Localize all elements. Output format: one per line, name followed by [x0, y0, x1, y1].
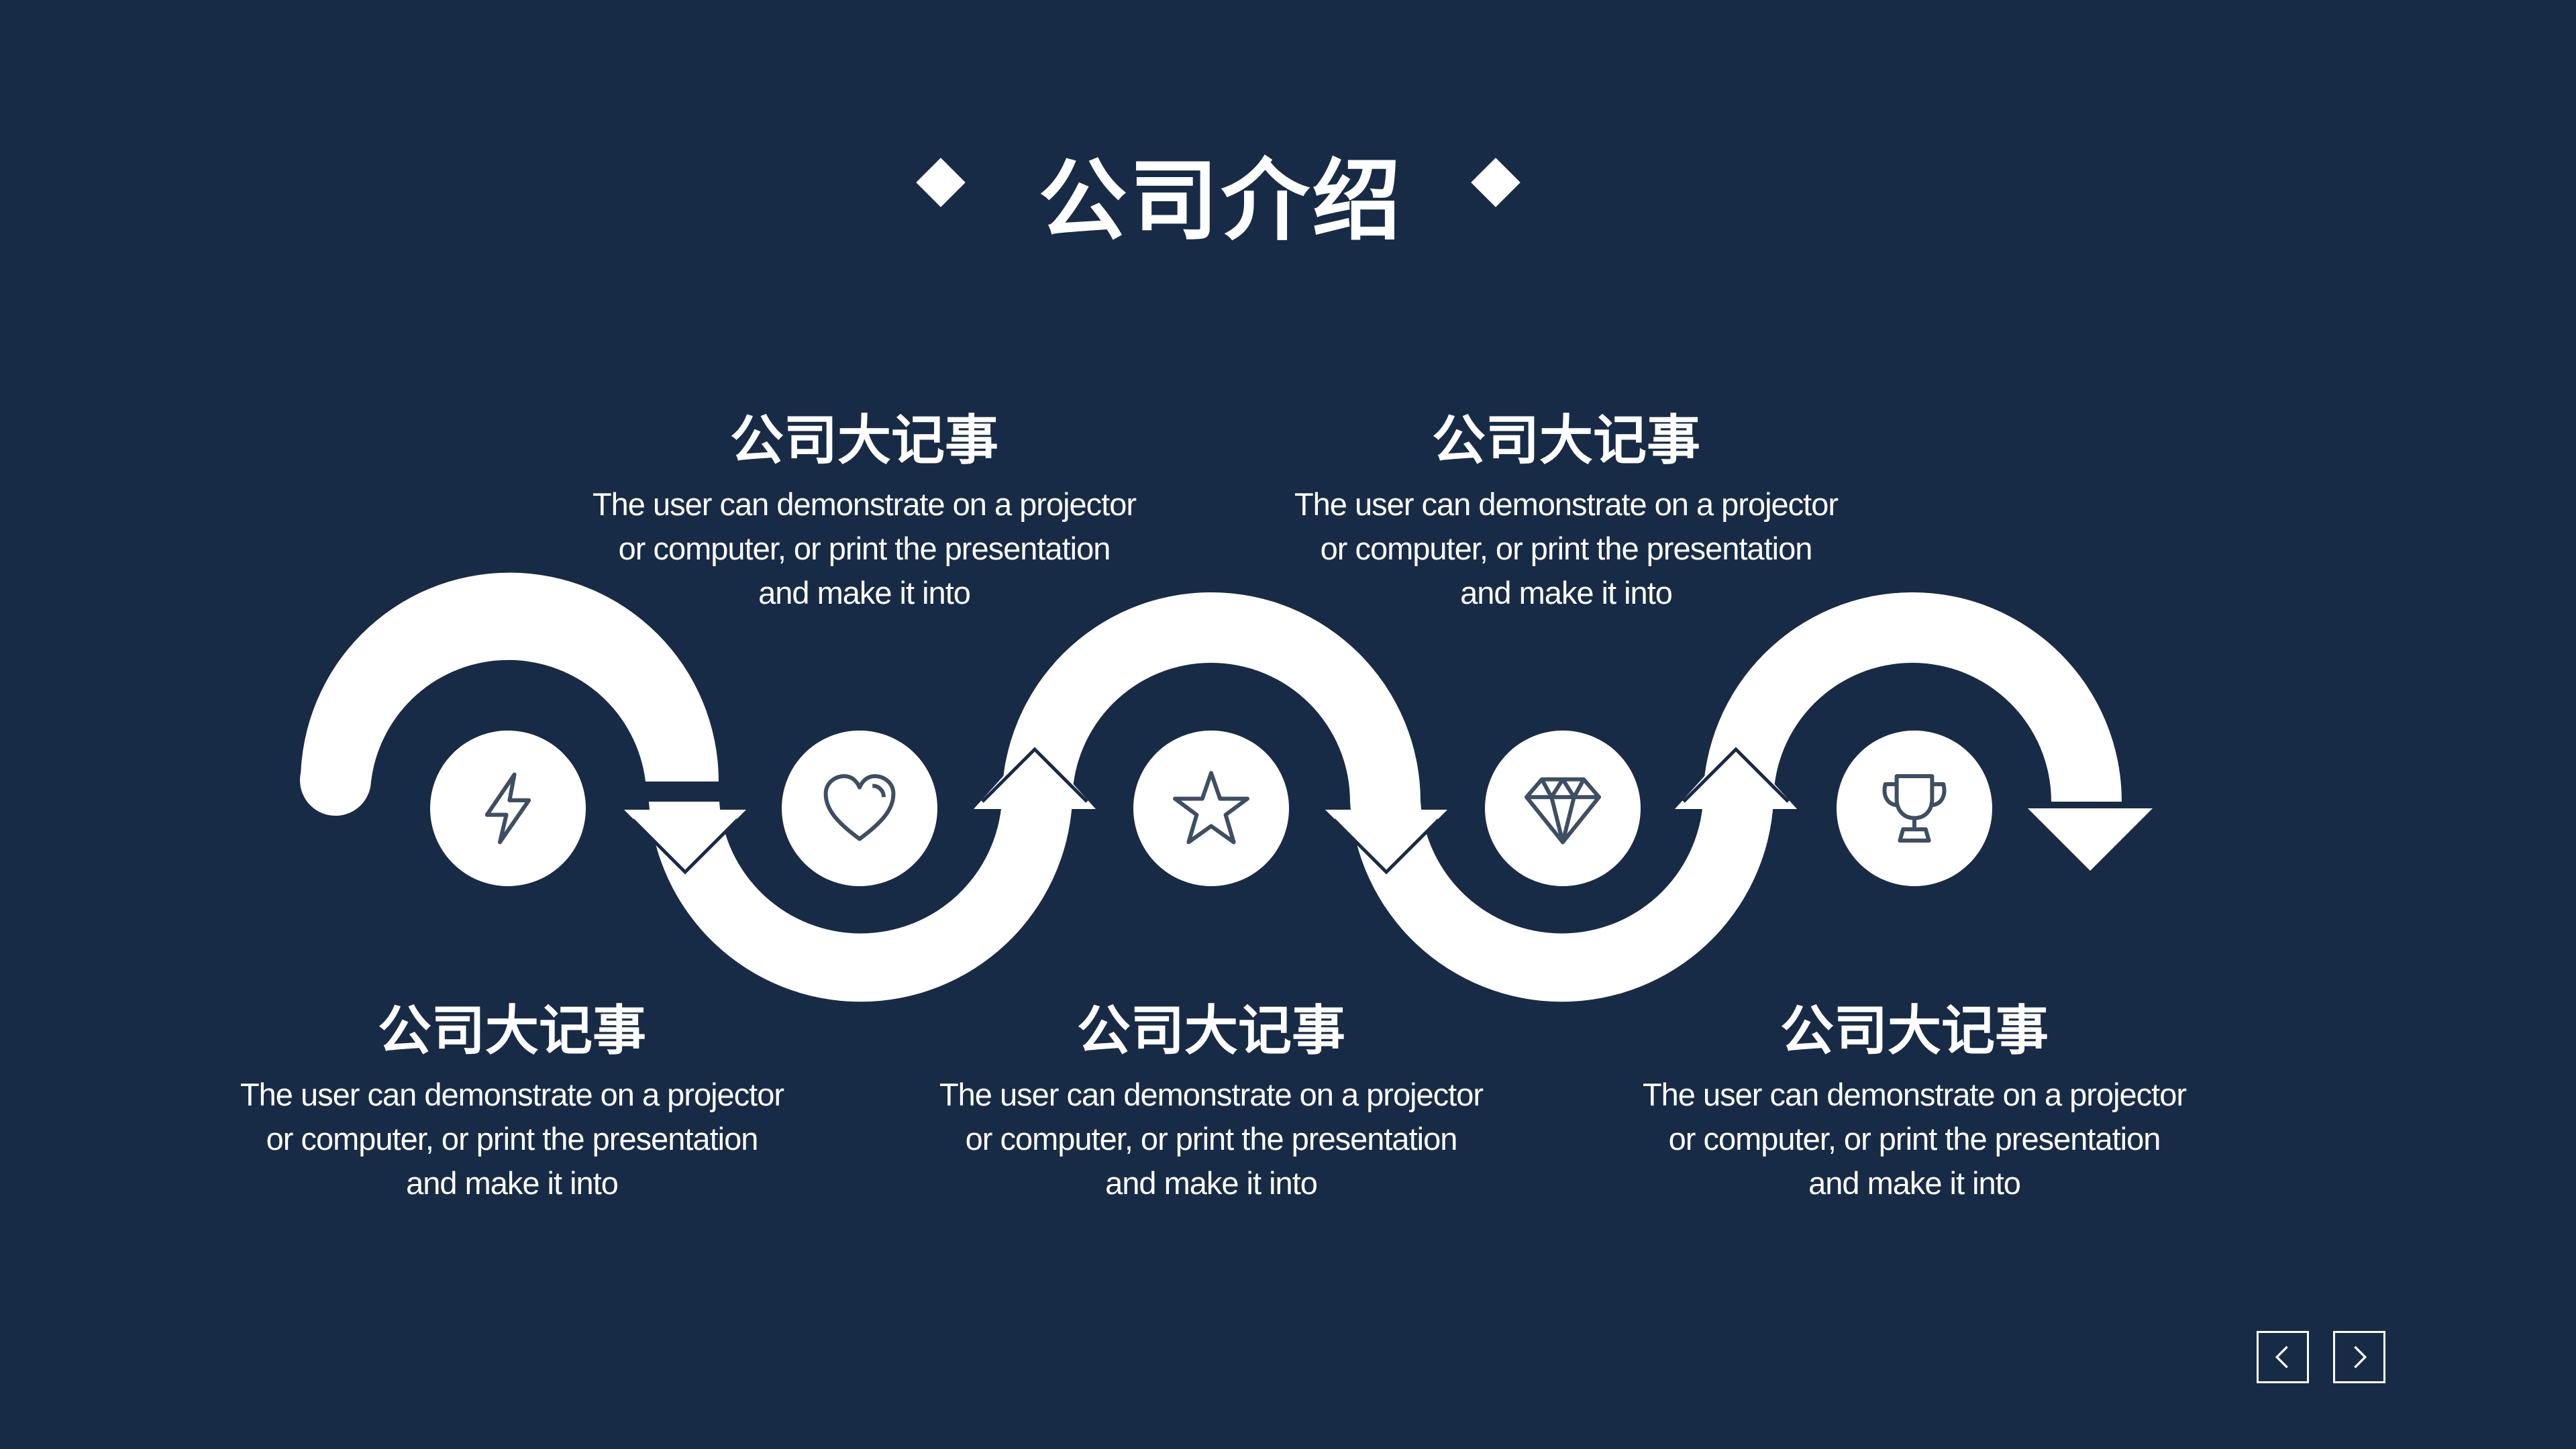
lightning-icon — [484, 772, 531, 845]
heart-icon — [823, 774, 896, 841]
milestone-icon-circle-3 — [1133, 731, 1289, 886]
star-icon — [1173, 771, 1249, 845]
wave-arc-4 — [1350, 802, 1773, 1002]
milestone-description: The user can demonstrate on a projector … — [240, 1077, 784, 1201]
milestone-description: The user can demonstrate on a projector … — [1294, 486, 1839, 610]
next-slide-button[interactable] — [2333, 1331, 2385, 1383]
wave-arc-5 — [1703, 592, 2122, 802]
wave-arc-2 — [649, 802, 1072, 1002]
chevron-right-icon — [2354, 1346, 2367, 1368]
milestone-description: The user can demonstrate on a projector … — [1642, 1077, 2187, 1201]
milestone-icon-circle-4 — [1485, 731, 1641, 886]
milestone-icon-circle-1 — [430, 731, 586, 886]
wave-arc-3 — [1002, 592, 1421, 802]
milestone-title: 公司大记事 — [730, 409, 998, 472]
milestone-icon-circle-2 — [782, 731, 937, 886]
title-area: 公司介绍 — [0, 134, 2442, 268]
milestone-title: 公司大记事 — [1432, 409, 1700, 472]
wave-arrows — [300, 572, 2153, 1002]
milestone-title: 公司大记事 — [378, 1000, 646, 1062]
milestone-block-1: 公司大记事 The user can demonstrate on a proj… — [237, 1004, 787, 1205]
milestone-icon-circle-5 — [1837, 731, 1992, 886]
milestone-block-4: 公司大记事 The user can demonstrate on a proj… — [1291, 414, 1841, 615]
milestone-block-5: 公司大记事 The user can demonstrate on a proj… — [1639, 1004, 2189, 1205]
wave-start-cap — [300, 745, 371, 816]
page-title: 公司介绍 — [1038, 150, 1404, 253]
milestone-description: The user can demonstrate on a projector … — [592, 486, 1137, 610]
arrowhead-down-end — [2028, 808, 2153, 871]
diamond-icon — [1525, 777, 1601, 845]
milestone-block-3: 公司大记事 The user can demonstrate on a proj… — [936, 1004, 1486, 1205]
prev-slide-button[interactable] — [2257, 1331, 2309, 1383]
milestone-description: The user can demonstrate on a projector … — [939, 1077, 1484, 1201]
arrowhead-outlines — [631, 747, 1790, 875]
milestone-title: 公司大记事 — [1077, 1000, 1345, 1062]
chevron-left-icon — [2275, 1346, 2288, 1368]
milestone-title: 公司大记事 — [1780, 1000, 2049, 1062]
milestone-block-2: 公司大记事 The user can demonstrate on a proj… — [589, 414, 1139, 615]
trophy-icon — [1882, 774, 1947, 843]
wave-arc-1 — [301, 572, 719, 782]
